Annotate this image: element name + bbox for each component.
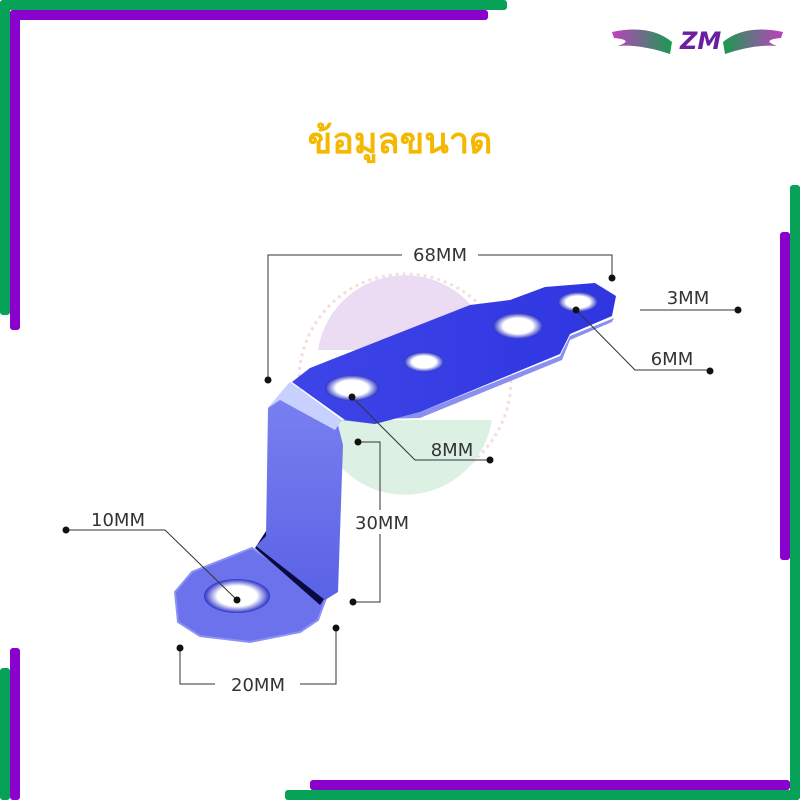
logo-text: ZM <box>680 27 722 55</box>
label-thickness: 3MM <box>667 288 710 309</box>
hole-medium-1 <box>404 352 444 372</box>
frame-top-purple <box>10 10 488 20</box>
frame-bottom-green <box>285 790 800 800</box>
frame-bottomleft-purple <box>10 648 20 800</box>
label-small-hole: 6MM <box>651 349 694 370</box>
label-large-hole: 10MM <box>91 510 145 531</box>
frame-left-green <box>0 0 10 315</box>
frame-right-green <box>790 185 800 800</box>
label-medium-hole: 8MM <box>431 440 474 461</box>
watermark <box>297 272 513 495</box>
hole-8mm <box>325 375 379 401</box>
dimension-dots <box>62 274 742 652</box>
label-length: 68MM <box>413 245 467 266</box>
frame-bottom-purple <box>310 780 790 790</box>
label-height: 30MM <box>355 513 409 534</box>
frame-top-green <box>0 0 507 10</box>
wings-logo <box>612 29 783 54</box>
label-tab-width: 20MM <box>231 675 285 696</box>
bracket-bend-highlight <box>268 382 342 430</box>
frame-bottomleft-green <box>0 668 10 800</box>
hole-large <box>204 579 270 613</box>
bracket-vertical-wall <box>256 382 343 600</box>
hole-medium-2 <box>493 313 543 339</box>
frame-right-purple <box>780 232 790 560</box>
dimension-lines <box>66 254 738 685</box>
hole-small <box>558 292 598 312</box>
frame-left-purple <box>10 10 20 330</box>
page-title: ข้อมูลขนาด <box>307 121 493 162</box>
